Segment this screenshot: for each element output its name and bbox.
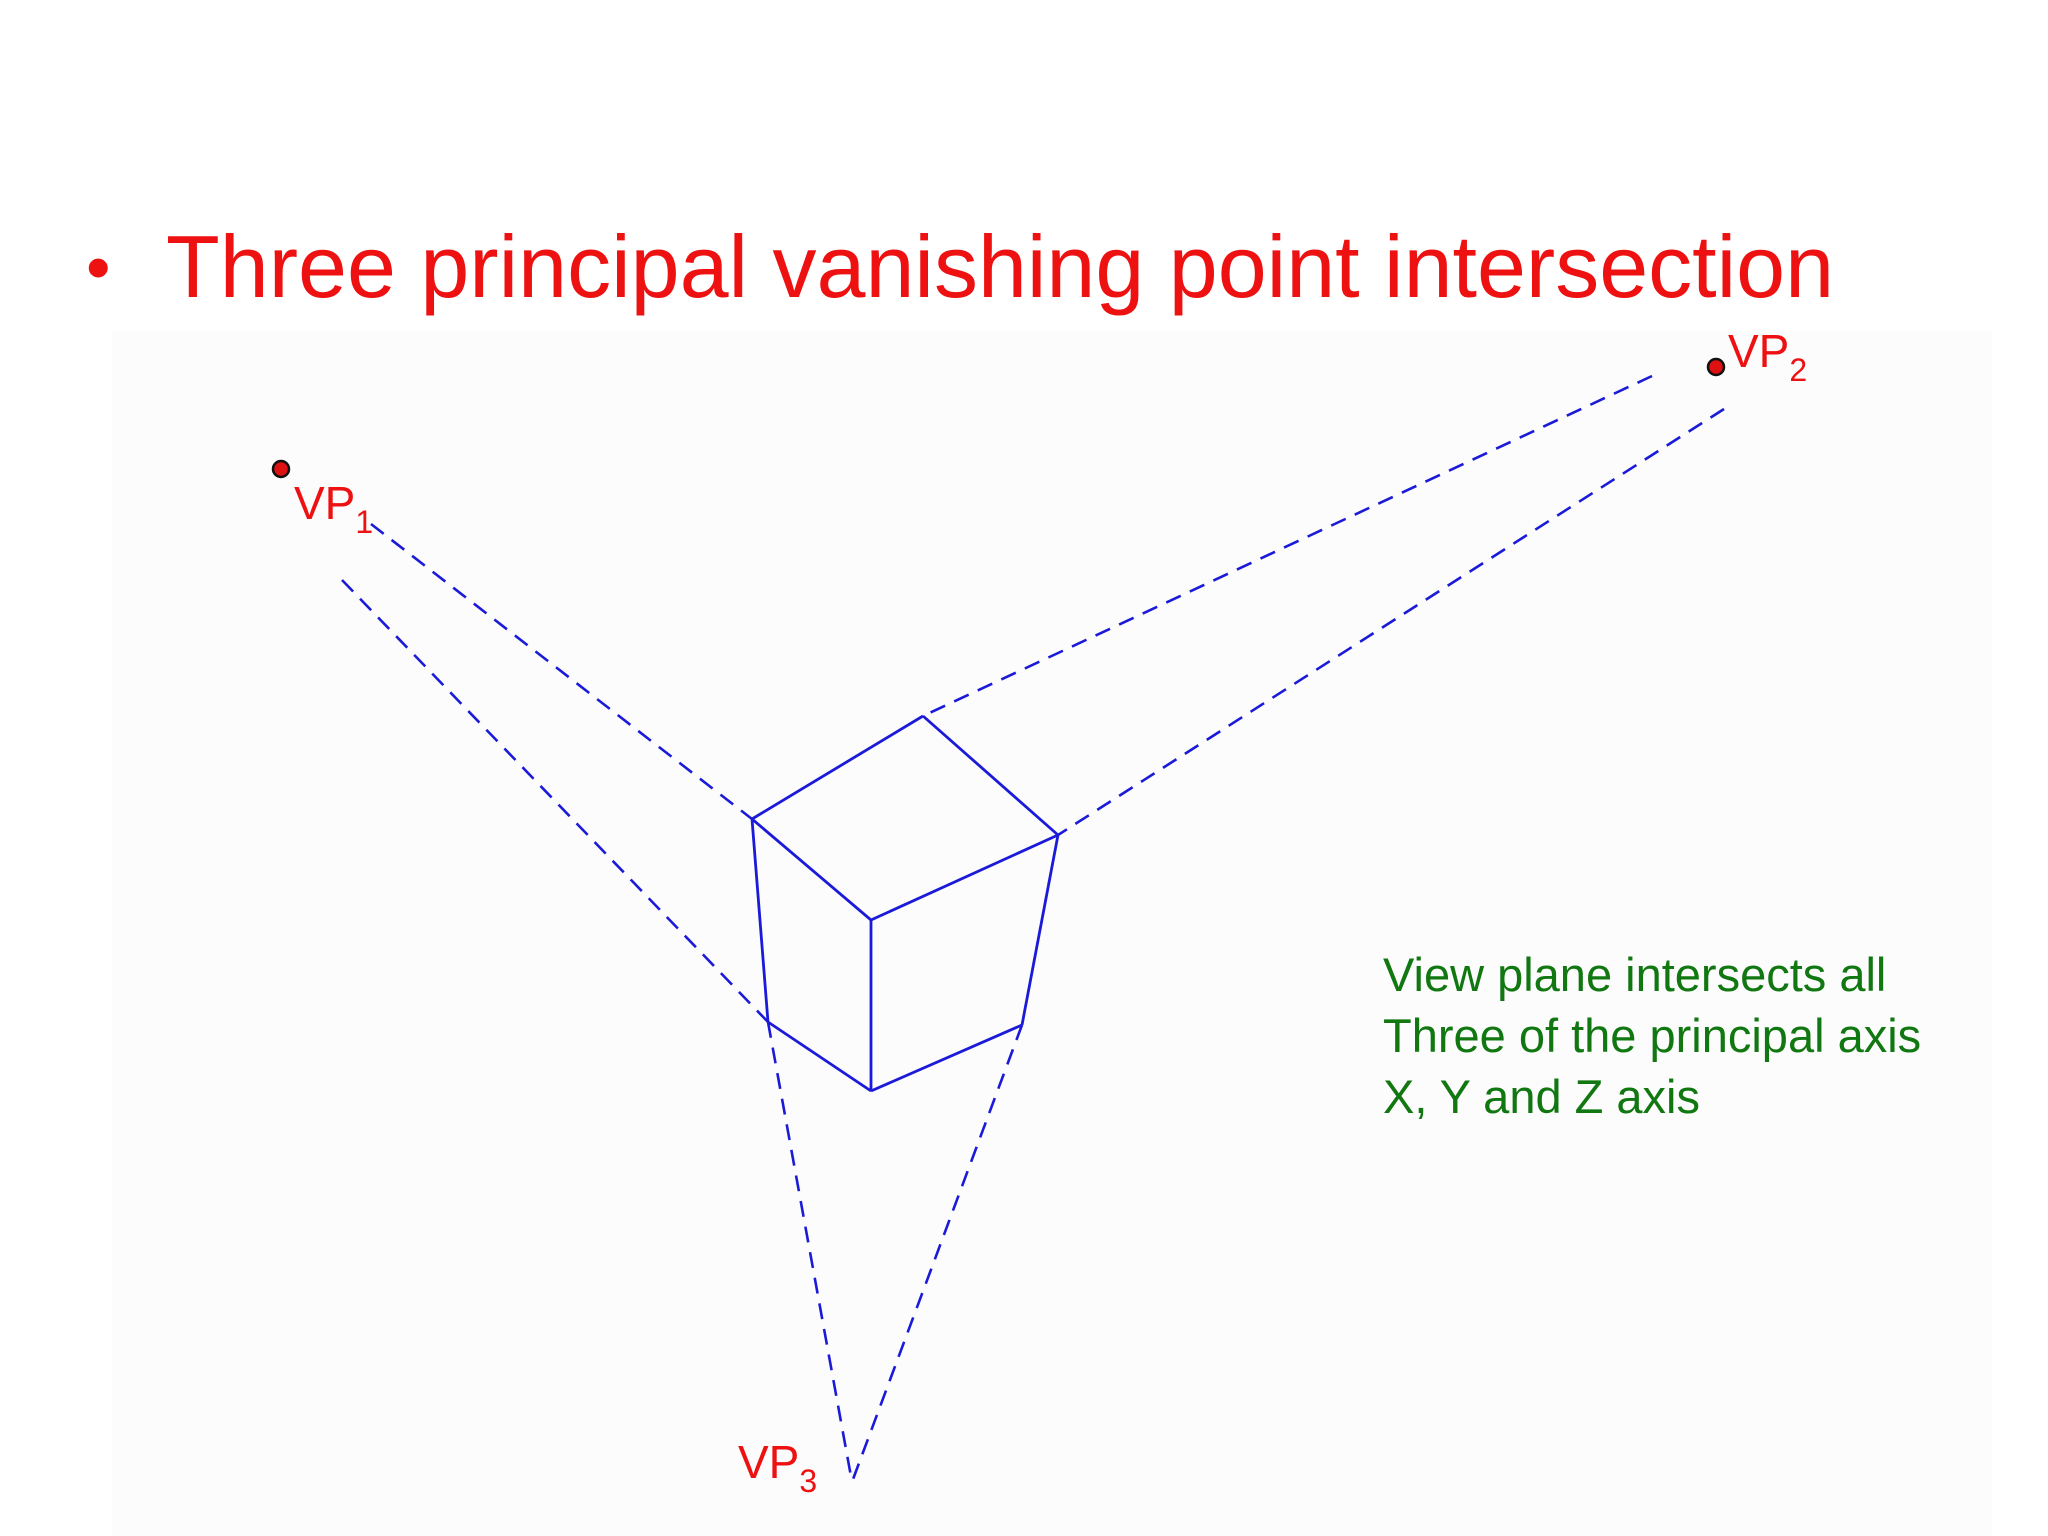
projection-lines — [341, 374, 1725, 1483]
annotation-note: View plane intersects all Three of the p… — [1383, 944, 1921, 1127]
cube-edge-right-vertical — [1020, 834, 1060, 1026]
vp2-main: VP — [1728, 325, 1789, 377]
note-line-1: View plane intersects all — [1383, 948, 1887, 1001]
slide-background — [112, 330, 1992, 1536]
vanishing-point-3-label: VP3 — [738, 1436, 817, 1499]
vp2-subscript: 2 — [1789, 352, 1807, 388]
cube-edge-top-front-left — [751, 817, 872, 922]
cube-edge-top-right — [922, 714, 1059, 837]
cube-edge-left-vertical — [750, 818, 770, 1023]
vanishing-point-1-label: VP1 — [294, 477, 373, 540]
vp3-subscript: 3 — [799, 1463, 817, 1499]
projection-line-vp3-left — [766, 1021, 854, 1483]
projection-line-vp1-upper — [370, 522, 753, 821]
cube-edge-bottom-left — [767, 1020, 872, 1093]
slide-title: • Three principal vanishing point inters… — [86, 212, 1834, 322]
projection-line-vp3-right — [850, 1024, 1024, 1483]
projection-line-vp2-upper — [922, 374, 1653, 718]
vanishing-point-2-label: VP2 — [1728, 325, 1807, 388]
title-text: Three principal vanishing point intersec… — [166, 217, 1835, 316]
vanishing-point-1-marker — [271, 459, 291, 479]
vp1-subscript: 1 — [355, 504, 373, 540]
vp1-main: VP — [294, 477, 355, 529]
vp3-main: VP — [738, 1436, 799, 1488]
cube-edge-top-left — [751, 714, 924, 821]
projection-line-vp2-lower — [1057, 407, 1725, 837]
cube — [750, 714, 1060, 1093]
note-line-3: X, Y and Z axis — [1383, 1070, 1700, 1123]
cube-edge-bottom-right — [870, 1023, 1023, 1093]
bullet-icon: • — [86, 228, 111, 306]
note-line-2: Three of the principal axis — [1383, 1009, 1922, 1062]
projection-line-vp1-lower — [341, 579, 769, 1023]
cube-edge-top-front-right — [870, 833, 1059, 922]
vanishing-point-2-marker — [1706, 357, 1726, 377]
